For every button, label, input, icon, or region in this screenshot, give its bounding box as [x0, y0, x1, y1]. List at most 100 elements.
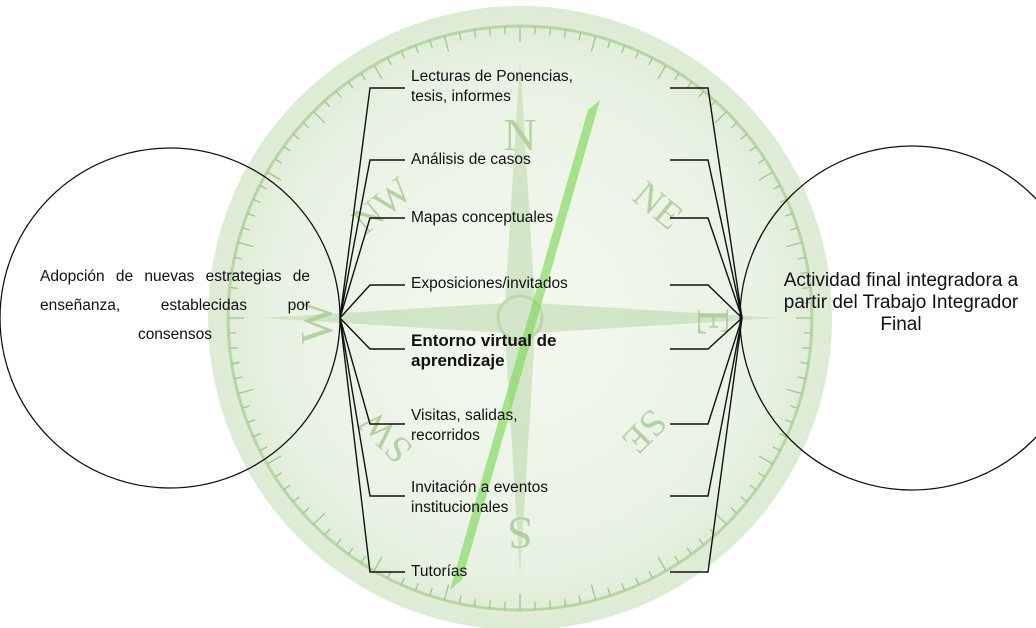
- compass-tick: [607, 40, 611, 49]
- compass-tick: [714, 111, 727, 124]
- right-connector-3: [670, 284, 743, 319]
- compass-tick: [674, 555, 680, 564]
- compass-tick: [473, 29, 477, 38]
- compass-tick: [789, 405, 798, 409]
- compass-tick: [373, 64, 383, 80]
- compass-tick: [360, 555, 366, 564]
- right-connector-5: [670, 317, 743, 425]
- compass-tick: [730, 507, 738, 514]
- compass-needle: [450, 100, 600, 590]
- left-connector-4: [339, 317, 405, 350]
- compass-tick: [252, 432, 261, 438]
- compass-tick: [802, 347, 811, 350]
- compass-tick: [549, 27, 552, 36]
- compass-tick: [784, 212, 793, 217]
- compass-tick: [443, 35, 450, 52]
- compass-label-w: W: [291, 300, 342, 344]
- compass-tick: [590, 584, 597, 601]
- right-circle-text: Actividad final integradora a partir del…: [783, 270, 1019, 335]
- compass-tick: [292, 496, 300, 503]
- compass-tick: [313, 512, 326, 525]
- compass-tick: [758, 455, 774, 465]
- compass-tick: [266, 171, 282, 181]
- right-connector-2: [670, 217, 743, 319]
- compass-tick: [657, 556, 667, 572]
- compass-tick: [473, 598, 477, 607]
- compass-tick: [590, 35, 597, 52]
- left-circle-text: Adopción de nuevas estrategias de enseña…: [40, 268, 310, 343]
- compass-tick: [335, 90, 342, 98]
- left-connector-6: [339, 317, 405, 497]
- compass-tick: [400, 50, 406, 59]
- compass-tick: [657, 64, 667, 80]
- compass-tick: [686, 547, 693, 555]
- item-visitas: Visitas, salidas, recorridos: [411, 407, 518, 444]
- compass-tick: [730, 122, 738, 129]
- compass-tick: [621, 582, 626, 591]
- compass-tick: [800, 361, 809, 365]
- compass-tick: [786, 241, 803, 248]
- compass-tick: [313, 111, 326, 124]
- compass-tick: [259, 446, 268, 452]
- compass-tick: [740, 133, 748, 140]
- compass-tick: [634, 577, 640, 586]
- compass-tick: [360, 72, 366, 81]
- compass-tick: [800, 271, 809, 275]
- compass-tick: [698, 90, 705, 98]
- compass-tick: [740, 496, 748, 503]
- compass-tick: [247, 212, 256, 217]
- compass-tick: [283, 145, 291, 152]
- compass-tick: [234, 256, 243, 260]
- right-connectors: [670, 87, 743, 573]
- compass-tick: [674, 72, 680, 81]
- right-connector-6: [670, 317, 743, 497]
- compass-tick: [283, 484, 291, 491]
- compass-tick: [335, 538, 342, 546]
- compass-tick: [259, 184, 268, 190]
- right-circle: [739, 145, 1036, 491]
- compass-tick: [302, 122, 310, 129]
- compass-tick: [229, 347, 238, 350]
- compass-tick: [414, 45, 419, 54]
- compass-label-e: E: [688, 308, 739, 336]
- left-connectors: [339, 87, 405, 573]
- compass-tick: [749, 484, 757, 491]
- compass-tick: [563, 29, 567, 38]
- compass-tick: [324, 528, 331, 536]
- compass-tick: [274, 472, 283, 478]
- compass-tick: [347, 81, 354, 89]
- item-entorno-virtual: Entorno virtual de aprendizaje: [411, 331, 557, 370]
- compass-tick: [247, 419, 256, 424]
- compass-tick: [302, 507, 310, 514]
- compass-tick: [386, 57, 392, 66]
- compass-tick: [578, 32, 582, 41]
- compass-ticks: [228, 26, 812, 610]
- compass-label-s: S: [507, 508, 533, 559]
- compass-tick: [563, 598, 567, 607]
- right-connector-1: [670, 159, 743, 319]
- item-analisis-casos: Análisis de casos: [411, 151, 531, 168]
- compass-tick: [621, 45, 626, 54]
- compass-tick: [757, 158, 766, 164]
- compass-tick: [779, 432, 788, 438]
- compass-tick: [698, 538, 705, 546]
- compass-tick: [429, 587, 433, 596]
- compass-tick: [686, 81, 693, 89]
- compass-tick: [231, 361, 240, 365]
- compass-tick: [714, 512, 727, 525]
- compass-tick: [231, 271, 240, 275]
- compass-tick: [749, 145, 757, 152]
- item-tutorias: Tutorías: [411, 563, 468, 580]
- compass-tick: [758, 171, 774, 181]
- compass-tick: [784, 419, 793, 424]
- compass-tick: [797, 256, 806, 260]
- compass-tick: [252, 198, 261, 204]
- item-mapas-conceptuales: Mapas conceptuales: [411, 209, 554, 226]
- compass-tick: [414, 582, 419, 591]
- compass-rose: [262, 60, 778, 576]
- compass-tick: [237, 241, 254, 248]
- compass-tick: [648, 57, 654, 66]
